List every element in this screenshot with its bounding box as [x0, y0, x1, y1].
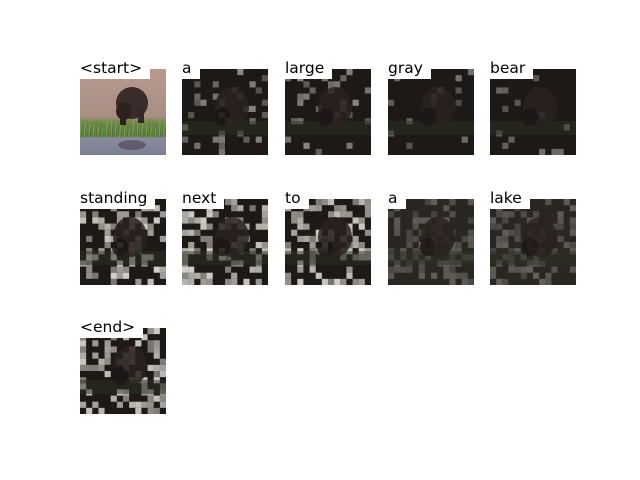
caption-word: to: [285, 187, 309, 209]
bear-figure: [116, 87, 148, 150]
attention-cell: a: [388, 187, 474, 287]
caption-word: a: [388, 187, 406, 209]
source-photo: [80, 69, 166, 155]
attention-map: [182, 199, 268, 285]
attention-cell: <end>: [80, 316, 166, 416]
attention-map: [388, 199, 474, 285]
attention-map: [285, 199, 371, 285]
caption-word: a: [182, 57, 200, 79]
attention-map: [80, 199, 166, 285]
bear-silhouette: [112, 217, 147, 257]
caption-word: large: [285, 57, 333, 79]
attention-map: [490, 69, 576, 155]
attention-map: [80, 328, 166, 414]
attention-cell: a: [182, 57, 268, 157]
attention-cell: lake: [490, 187, 576, 287]
attention-cell: gray: [388, 57, 474, 157]
attention-cell: large: [285, 57, 371, 157]
bear-silhouette: [112, 346, 147, 386]
bear-silhouette: [214, 217, 249, 257]
caption-word: lake: [490, 187, 530, 209]
caption-word: gray: [388, 57, 431, 79]
caption-word: bear: [490, 57, 534, 79]
attention-cell: bear: [490, 57, 576, 157]
bear-silhouette: [522, 87, 557, 127]
attention-map: [490, 199, 576, 285]
caption-word: standing: [80, 187, 156, 209]
bear-silhouette: [317, 87, 352, 127]
bear-silhouette: [522, 217, 557, 257]
caption-word: <end>: [80, 316, 144, 338]
bear-silhouette: [420, 87, 455, 127]
bear-silhouette: [214, 87, 249, 127]
caption-word: <start>: [80, 57, 151, 79]
attention-cell: next: [182, 187, 268, 287]
attention-cell: standing: [80, 187, 166, 287]
attention-map: [388, 69, 474, 155]
attention-cell: <start>: [80, 57, 166, 157]
attention-map: [285, 69, 371, 155]
bear-silhouette: [317, 217, 352, 257]
attention-cell: to: [285, 187, 371, 287]
attention-map: [182, 69, 268, 155]
caption-word: next: [182, 187, 225, 209]
bear-silhouette: [420, 217, 455, 257]
